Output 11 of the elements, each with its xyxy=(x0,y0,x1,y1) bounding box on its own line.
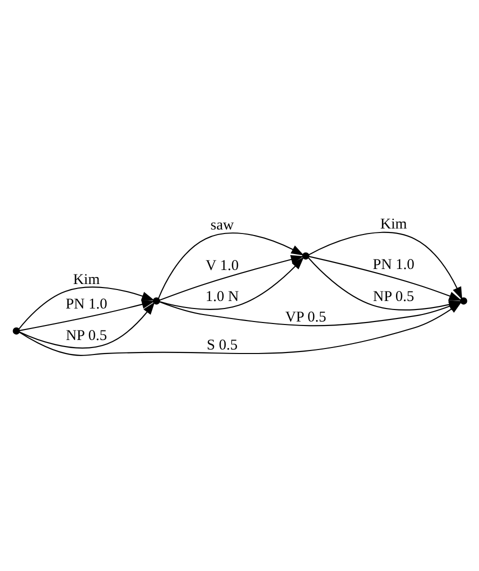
edge-label: Kim xyxy=(72,272,100,288)
edge-label: NP 0.5 xyxy=(65,327,106,344)
edge-label: VP 0.5 xyxy=(284,309,326,326)
edge-label: Kim xyxy=(380,216,406,232)
edge-label: PN 1.0 xyxy=(372,256,414,273)
edge-label: S 0.5 xyxy=(206,336,238,353)
edge-label: saw xyxy=(210,216,234,233)
edge-label: 1.0 N xyxy=(205,288,238,305)
edge-label: NP 0.5 xyxy=(372,288,414,305)
edge-label: PN 1.0 xyxy=(65,296,107,312)
edge-label: V 1.0 xyxy=(205,258,238,274)
